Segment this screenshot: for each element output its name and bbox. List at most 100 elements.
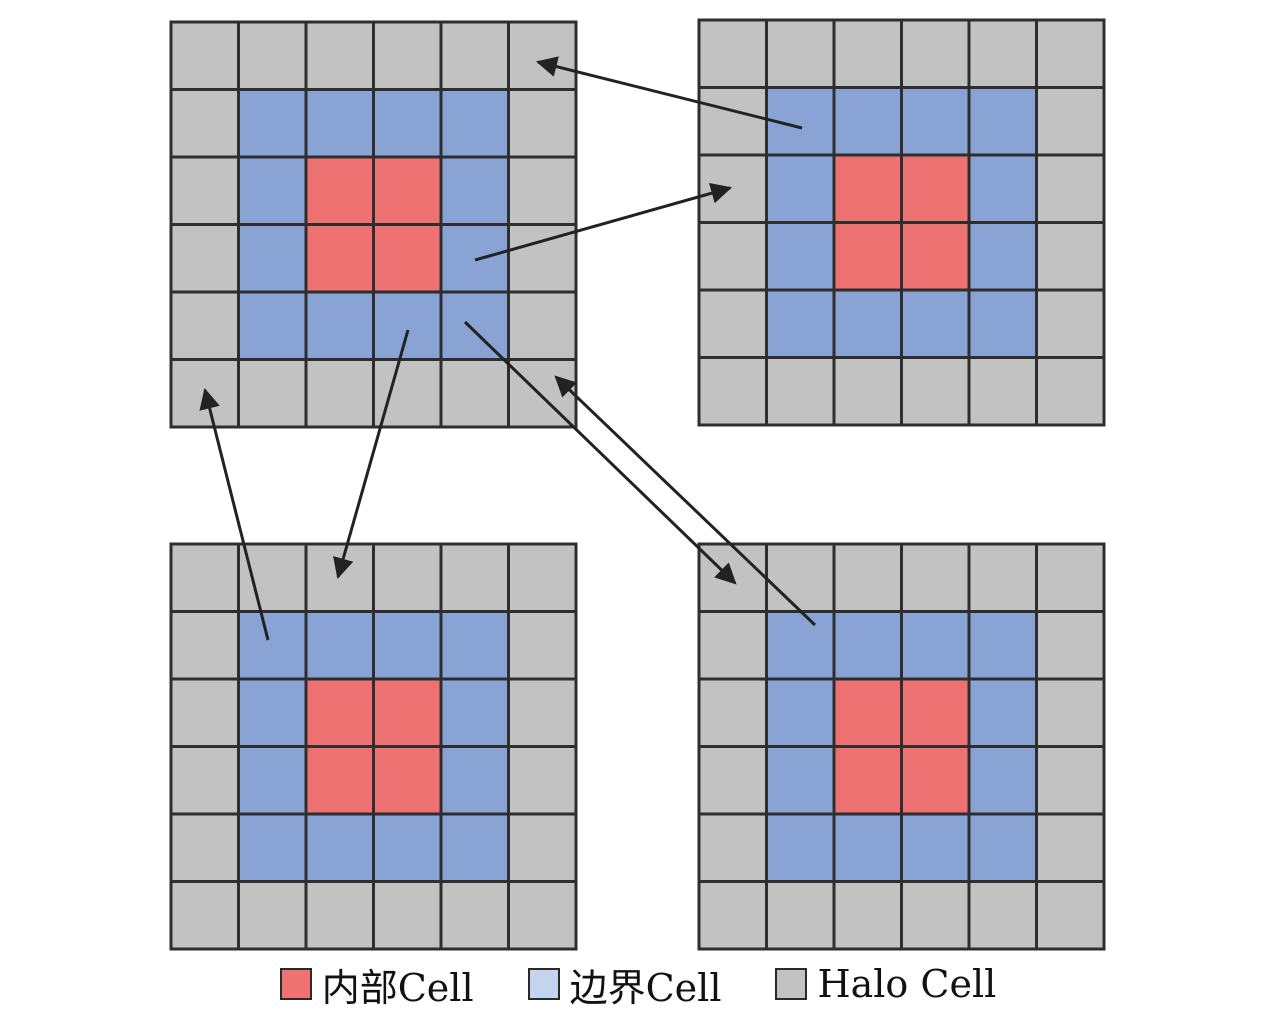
exchange-arrow-5 xyxy=(463,320,737,585)
boundary-cell xyxy=(237,610,308,681)
exchange-arrow-3 xyxy=(199,387,270,641)
halo-cell xyxy=(439,20,510,91)
boundary-cell xyxy=(439,223,510,294)
halo-cell xyxy=(765,542,836,613)
halo-cell xyxy=(237,880,308,951)
halo-cell xyxy=(169,610,240,681)
boundary-cell xyxy=(900,812,971,883)
boundary-cell xyxy=(237,677,308,748)
halo-cell xyxy=(169,155,240,226)
halo-cell xyxy=(169,20,240,91)
halo-cell xyxy=(439,542,510,613)
halo-cell xyxy=(900,880,971,951)
halo-cell xyxy=(169,290,240,361)
halo-cell xyxy=(697,221,768,292)
boundary-cell xyxy=(237,812,308,883)
boundary-cell xyxy=(765,677,836,748)
interior-cell xyxy=(372,677,443,748)
halo-cell xyxy=(1035,153,1106,224)
boundary-cell xyxy=(765,812,836,883)
legend-item-halo: Halo Cell xyxy=(775,962,996,1006)
halo-cell xyxy=(1035,288,1106,359)
halo-cell xyxy=(697,288,768,359)
halo-cell xyxy=(169,880,240,951)
halo-cell xyxy=(697,880,768,951)
boundary-cell xyxy=(967,745,1038,816)
legend-swatch-boundary xyxy=(527,968,560,1000)
boundary-cell xyxy=(439,610,510,681)
halo-cell xyxy=(1035,880,1106,951)
subdomain-bottom-left xyxy=(169,542,578,951)
halo-cell xyxy=(900,356,971,427)
interior-cell xyxy=(832,745,903,816)
legend-item-boundary: 边界Cell xyxy=(527,957,721,1012)
halo-cell xyxy=(1035,677,1106,748)
halo-cell xyxy=(1035,812,1106,883)
boundary-cell xyxy=(439,812,510,883)
halo-cell xyxy=(1035,542,1106,613)
boundary-cell xyxy=(304,290,375,361)
legend-label-interior: 内部Cell xyxy=(321,965,474,1010)
interior-cell xyxy=(372,155,443,226)
legend: 内部Cell 边界Cell Halo Cell xyxy=(0,958,1276,1010)
halo-cell xyxy=(237,20,308,91)
boundary-cell xyxy=(372,812,443,883)
boundary-cell xyxy=(237,223,308,294)
halo-cell xyxy=(304,542,375,613)
boundary-cell xyxy=(304,812,375,883)
boundary-cell xyxy=(372,290,443,361)
halo-cell xyxy=(507,155,578,226)
boundary-cell xyxy=(439,745,510,816)
boundary-cell xyxy=(967,677,1038,748)
halo-cell xyxy=(765,18,836,89)
halo-cell xyxy=(237,358,308,429)
halo-cell xyxy=(832,542,903,613)
halo-cell xyxy=(900,18,971,89)
halo-cell xyxy=(169,223,240,294)
boundary-cell xyxy=(439,290,510,361)
boundary-cell xyxy=(967,221,1038,292)
boundary-cell xyxy=(765,745,836,816)
subdomain-bottom-right xyxy=(697,542,1106,951)
boundary-cell xyxy=(967,153,1038,224)
halo-cell xyxy=(304,358,375,429)
boundary-cell xyxy=(832,812,903,883)
exchange-arrow-4 xyxy=(333,329,410,580)
boundary-cell xyxy=(765,153,836,224)
halo-cell xyxy=(507,358,578,429)
halo-cell xyxy=(697,610,768,681)
halo-cell xyxy=(304,20,375,91)
halo-cell xyxy=(1035,610,1106,681)
exchange-arrow-6 xyxy=(554,375,817,627)
halo-cell xyxy=(169,542,240,613)
halo-cell xyxy=(507,677,578,748)
boundary-cell xyxy=(439,155,510,226)
halo-cell xyxy=(1035,356,1106,427)
boundary-cell xyxy=(372,88,443,159)
boundary-cell xyxy=(765,288,836,359)
legend-swatch-interior xyxy=(279,968,312,1000)
interior-cell xyxy=(900,221,971,292)
halo-cell xyxy=(237,542,308,613)
halo-cell xyxy=(439,880,510,951)
halo-cell xyxy=(1035,86,1106,157)
halo-cell xyxy=(697,356,768,427)
halo-cell xyxy=(1035,221,1106,292)
interior-cell xyxy=(832,221,903,292)
boundary-cell xyxy=(832,610,903,681)
interior-cell xyxy=(900,745,971,816)
interior-cell xyxy=(304,677,375,748)
boundary-cell xyxy=(967,812,1038,883)
boundary-cell xyxy=(900,288,971,359)
halo-cell xyxy=(169,745,240,816)
halo-cell xyxy=(507,290,578,361)
halo-cell xyxy=(372,358,443,429)
boundary-cell xyxy=(237,745,308,816)
subdomain-top-right xyxy=(697,18,1106,427)
halo-cell xyxy=(967,542,1038,613)
boundary-cell xyxy=(765,221,836,292)
boundary-cell xyxy=(967,610,1038,681)
halo-cell xyxy=(697,542,768,613)
halo-cell xyxy=(169,677,240,748)
